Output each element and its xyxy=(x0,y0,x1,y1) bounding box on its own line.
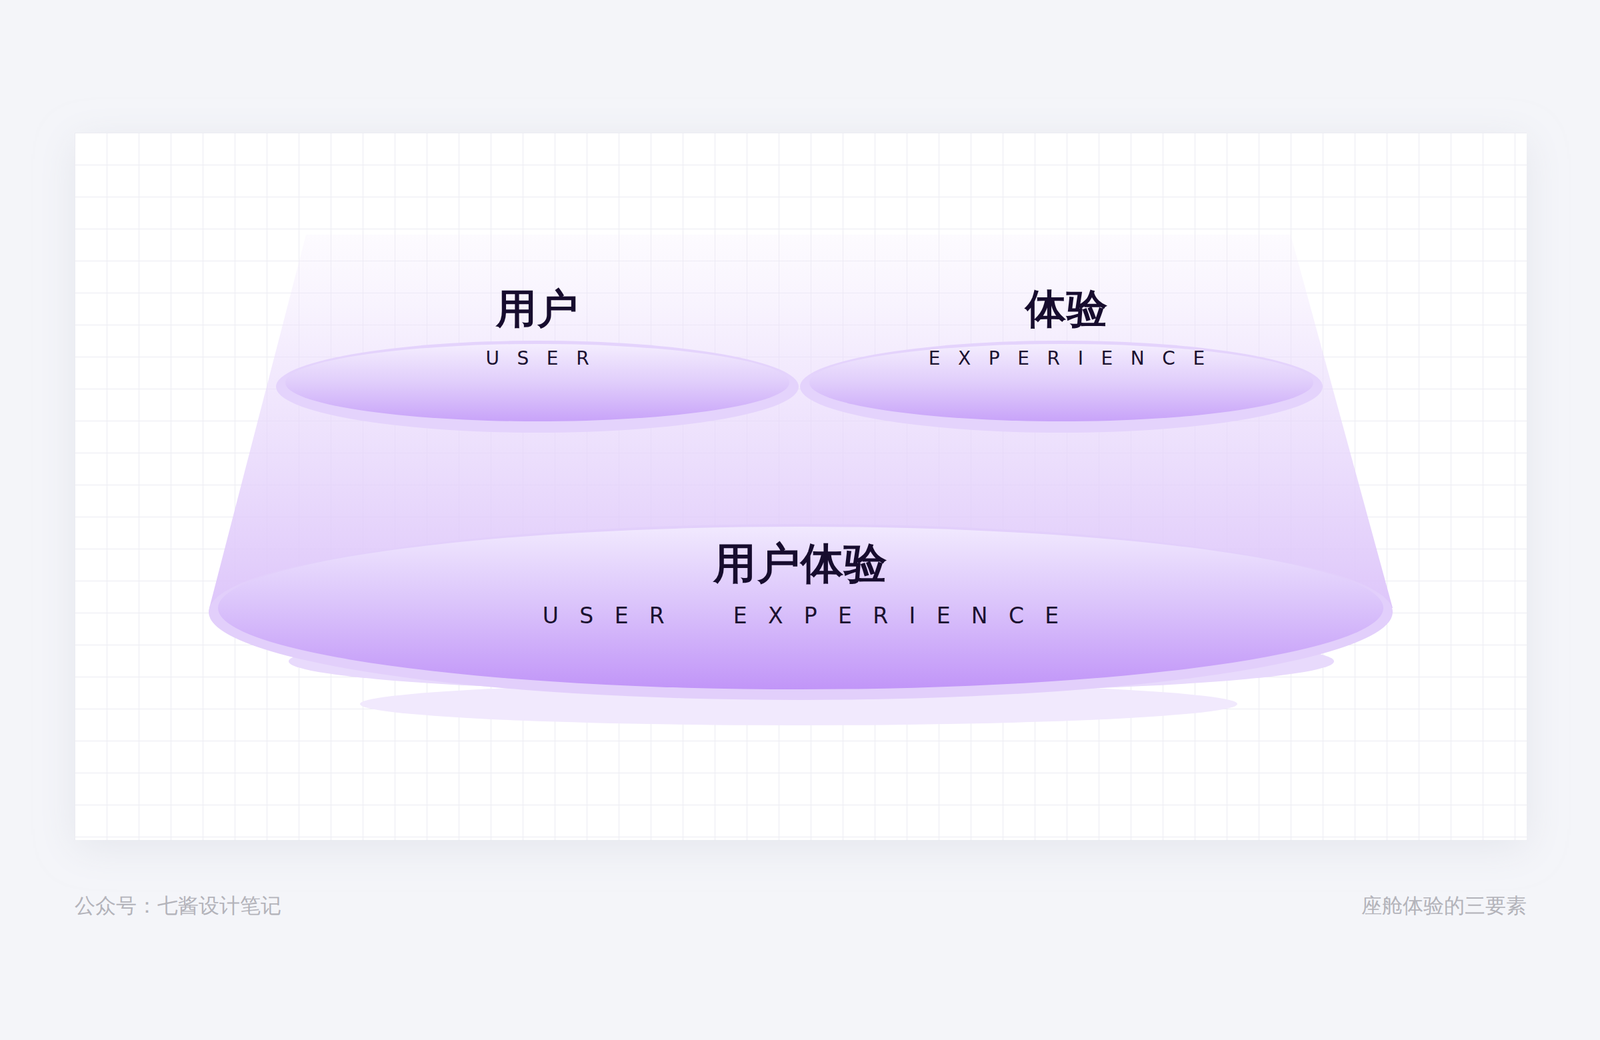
node-title: 体验 xyxy=(910,284,1223,333)
node-subtitle: USER xyxy=(468,347,607,370)
disc xyxy=(809,344,1314,422)
node-title: 用户 xyxy=(468,284,607,333)
node-subtitle: EXPERIENCE xyxy=(910,347,1223,370)
disc-rim xyxy=(208,524,1393,700)
node-title: 用户体验 xyxy=(522,538,1080,590)
disc xyxy=(285,344,790,422)
platform-node: 用户体验 USER EXPERIENCE xyxy=(522,538,1080,629)
node-subtitle: USER EXPERIENCE xyxy=(522,602,1080,630)
platform-node: 体验 EXPERIENCE xyxy=(910,284,1223,370)
card xyxy=(74,132,1527,840)
disc xyxy=(218,526,1384,690)
grid xyxy=(74,132,1527,840)
disc-rim xyxy=(276,340,799,433)
footer-note: 座舱体验的三要素 xyxy=(1361,893,1527,918)
platform-node: 用户 USER xyxy=(468,284,607,370)
footer-note: 公众号：七酱设计笔记 xyxy=(74,893,282,918)
disc-rim xyxy=(800,340,1323,433)
